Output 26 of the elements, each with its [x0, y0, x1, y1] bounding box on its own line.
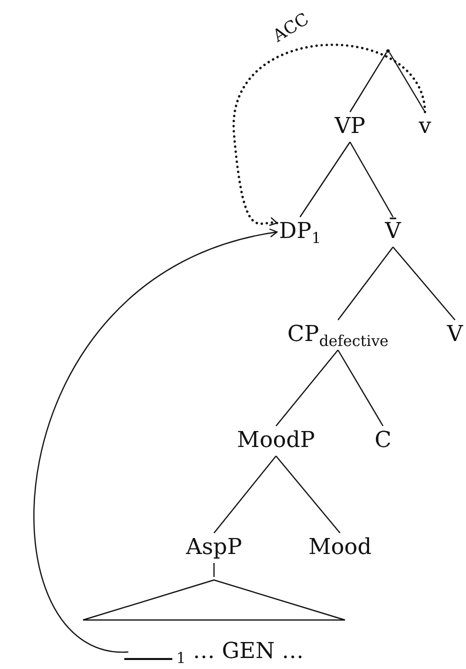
branch-line [276, 350, 338, 426]
terminal-string: $_{1}$ … GEN … [124, 639, 304, 665]
branch-line [392, 246, 456, 320]
tree-node-label: VP [334, 114, 366, 140]
branch-line [388, 52, 426, 112]
branch-line [337, 350, 384, 426]
tree-node-label: AspP [186, 535, 242, 561]
branch-line [349, 142, 394, 218]
tree-node-label: V [447, 322, 463, 348]
branch-line [276, 456, 340, 534]
tree-node-label: C [374, 428, 392, 454]
branch-line [213, 563, 215, 577]
tree-node-label: MoodP [237, 428, 315, 454]
tree-node-label: v [418, 114, 432, 140]
tree-node-label: V̄ [385, 219, 401, 245]
branch-node [386, 49, 390, 53]
curved-arrow [34, 229, 278, 653]
tree-node-label: CP$_{defective}$ [287, 322, 389, 348]
subtree-triangle [82, 579, 346, 621]
branch-line [300, 142, 350, 218]
branch-line [338, 246, 394, 320]
branch-line [214, 456, 276, 534]
dotted-arrow [232, 44, 426, 227]
branch-line [349, 52, 388, 112]
tree-node-label: Mood [308, 535, 372, 561]
tree-node-label: DP$_{1}$ [279, 219, 321, 245]
